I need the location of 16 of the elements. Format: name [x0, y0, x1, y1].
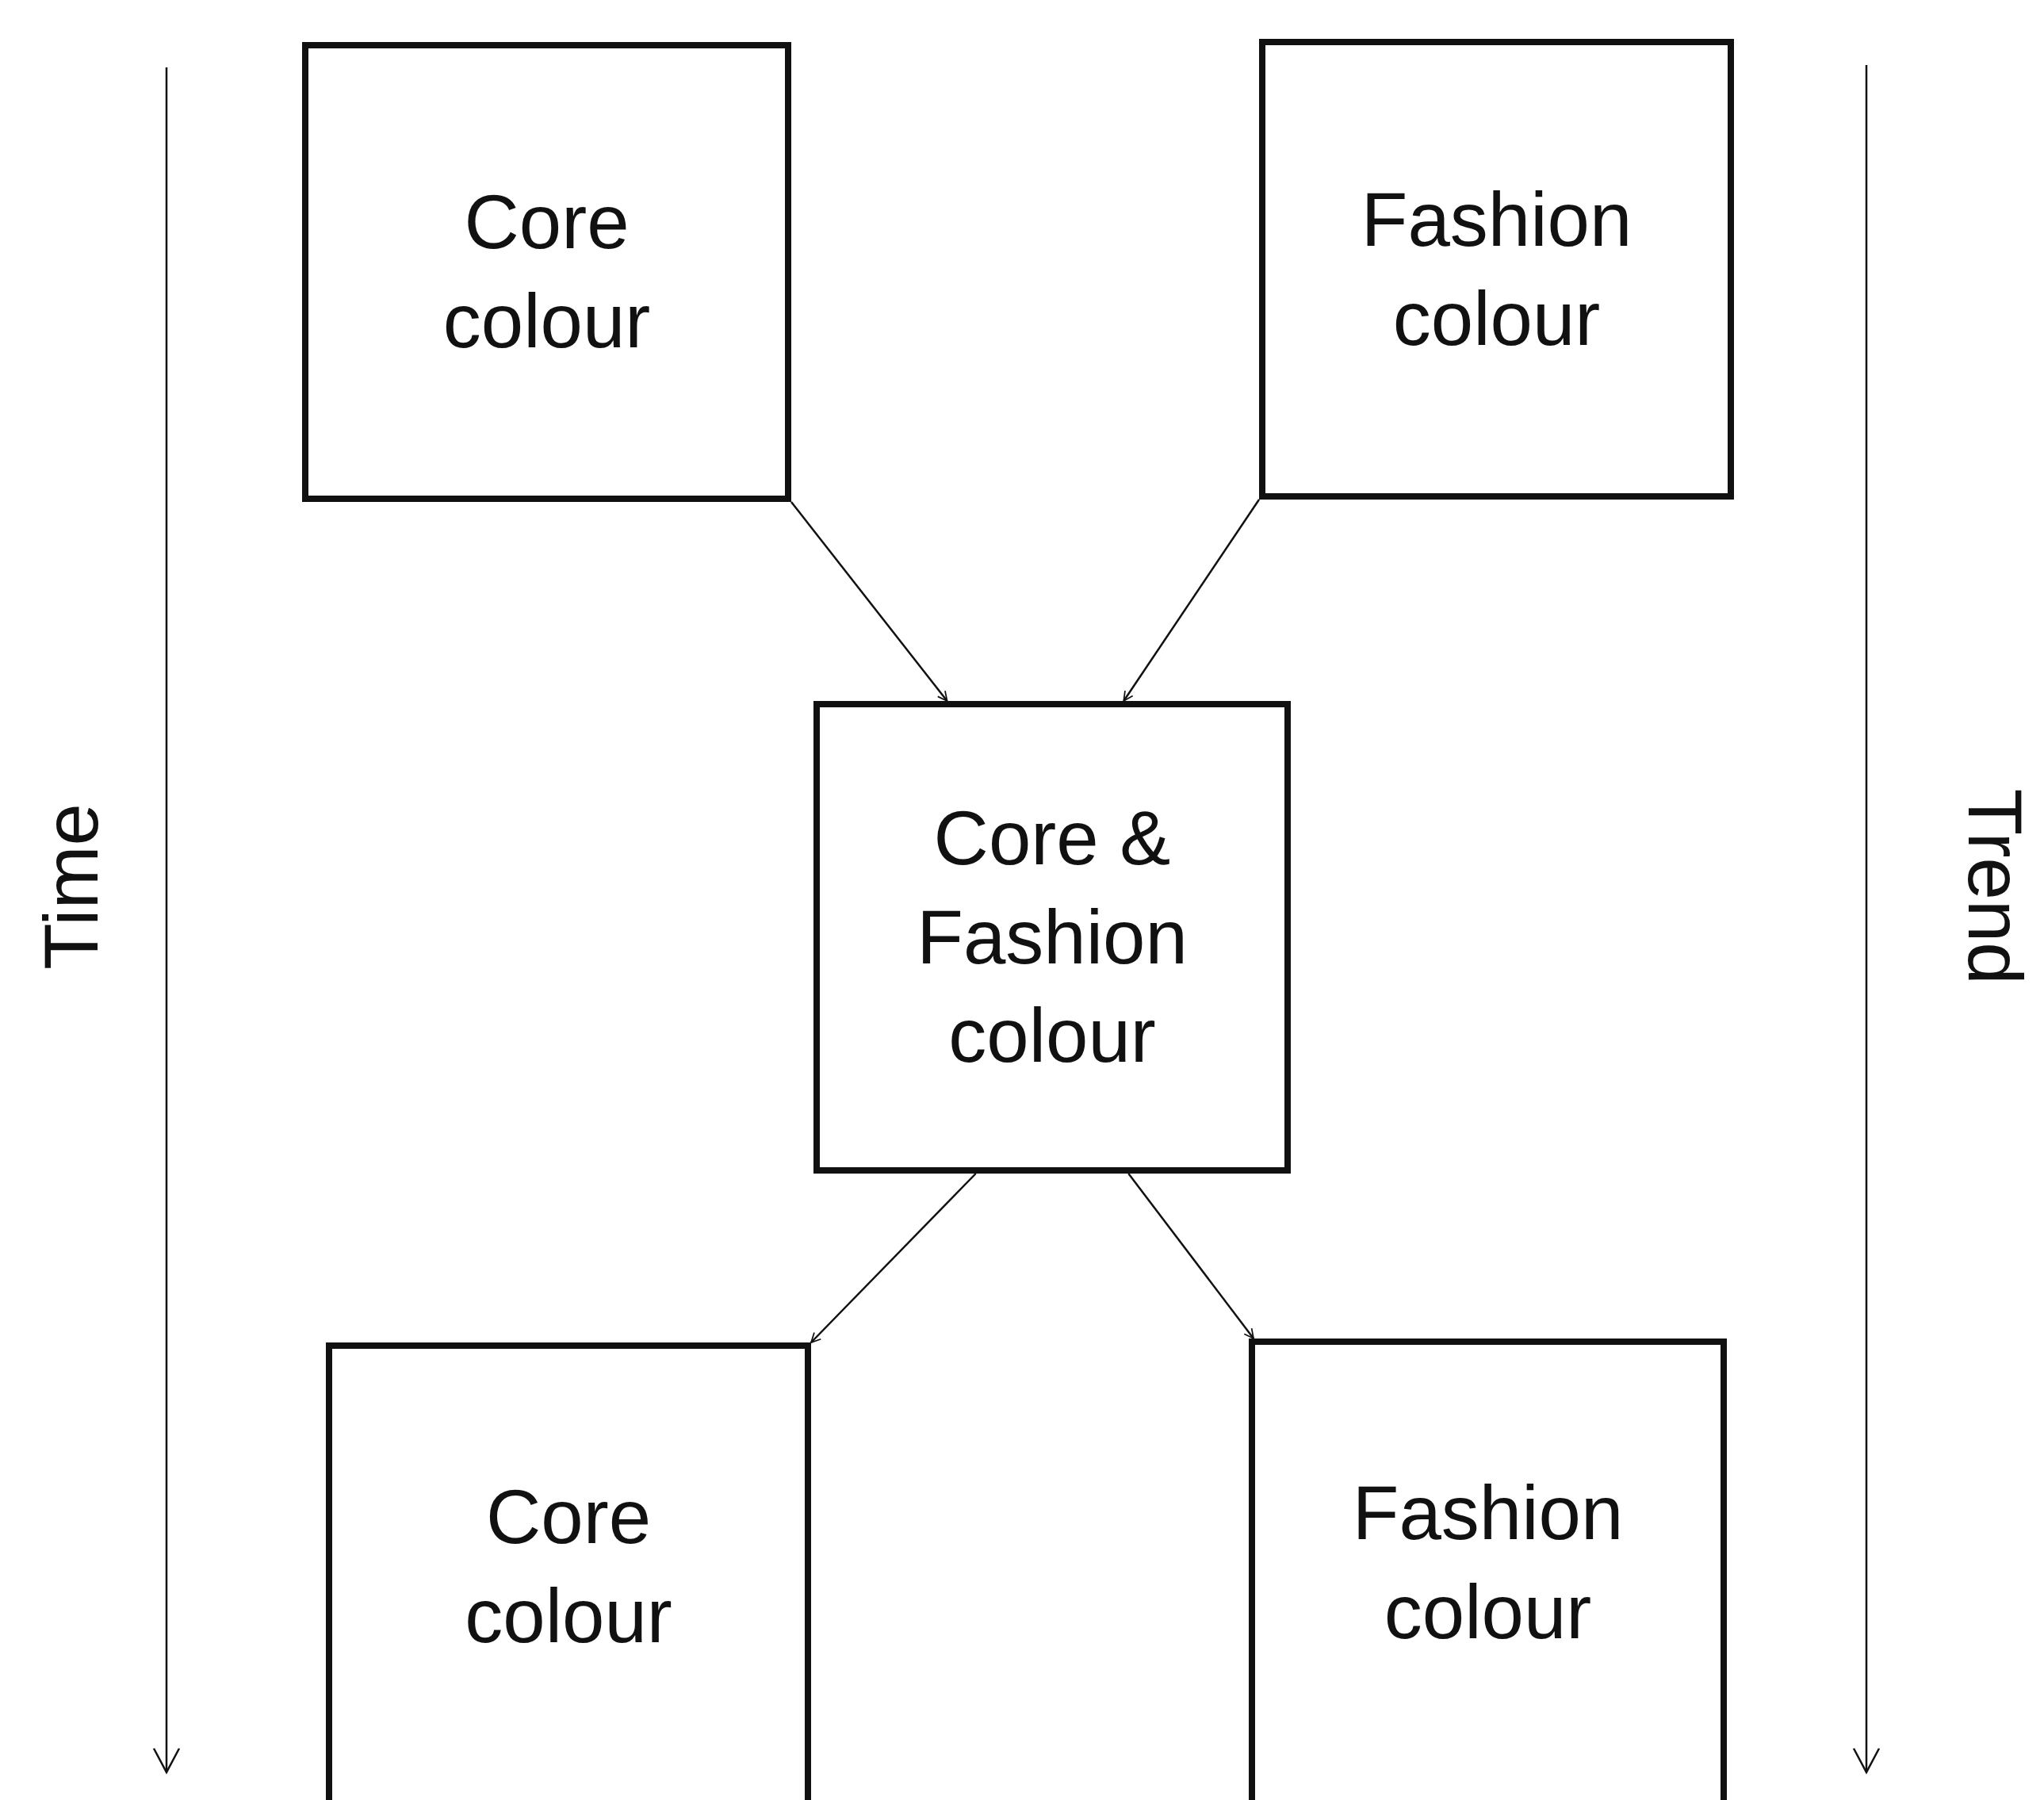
process-box — [302, 42, 791, 502]
process-box — [1259, 39, 1734, 500]
process-box — [326, 1342, 811, 1800]
axis-label: Trend — [1951, 788, 2038, 985]
box-label: Fashion colour — [1351, 1469, 1625, 1656]
box-label: Core colour — [464, 1473, 673, 1660]
process-box — [1249, 1339, 1727, 1800]
arrow — [790, 501, 948, 702]
arrow — [1127, 1173, 1255, 1339]
axis-label: Time — [27, 803, 114, 970]
arrow — [1123, 499, 1261, 702]
process-box — [813, 701, 1291, 1174]
box-label: Fashion colour — [1360, 175, 1633, 362]
arrow — [810, 1173, 977, 1343]
box-label: Core & Fashion colour — [916, 794, 1189, 1080]
box-label: Core colour — [442, 178, 652, 365]
